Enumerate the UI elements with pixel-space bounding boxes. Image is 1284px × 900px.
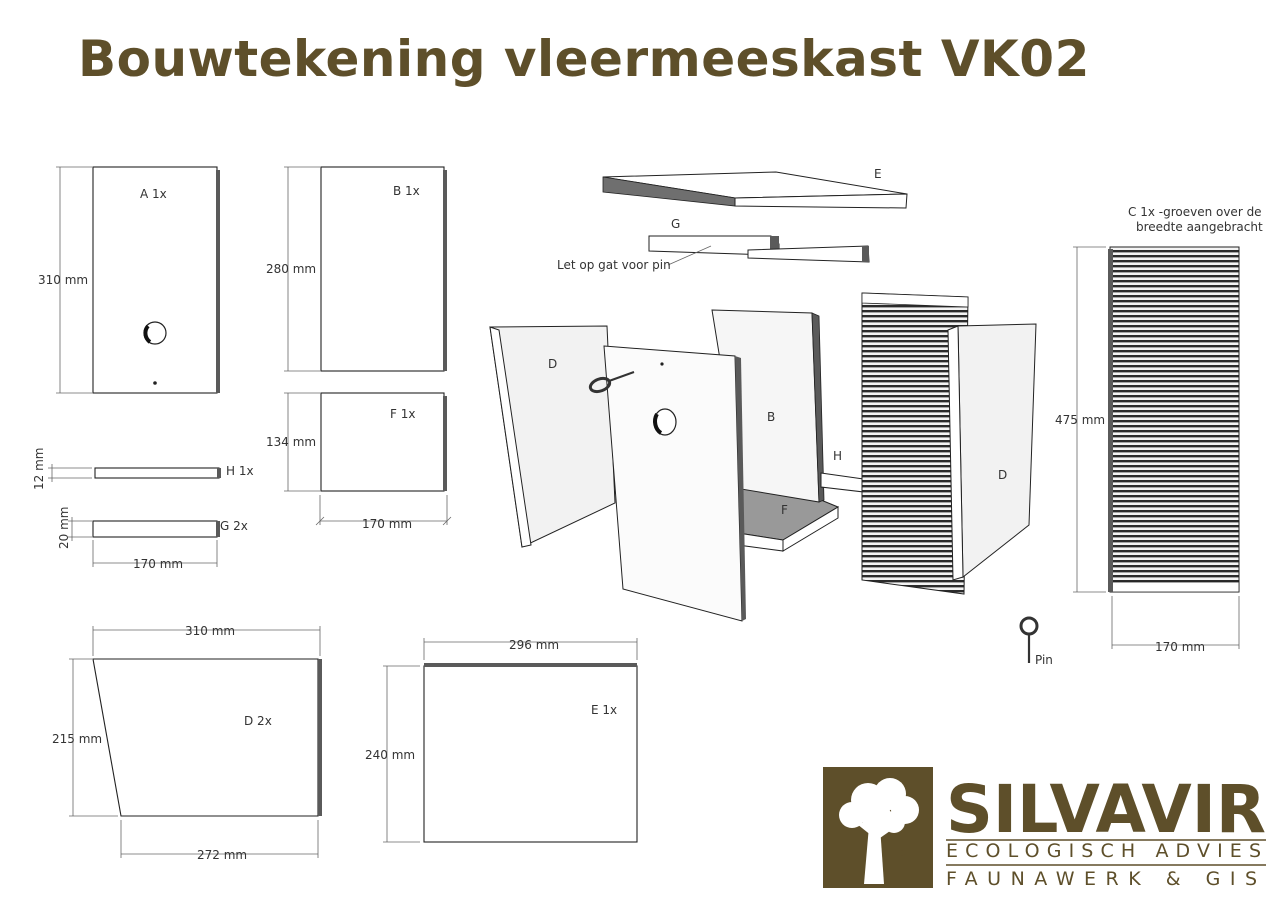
part-c: C 1x -groeven over de breedte aangebrach… [1108, 205, 1263, 593]
logo-subtitle-2: FAUNAWERK & GIS [946, 868, 1266, 890]
part-a: A 1x [92, 166, 220, 394]
assembly-pin [588, 371, 635, 394]
part-c-note-2: breedte aangebracht [1136, 220, 1263, 234]
part-f-height-dim: 134 mm [266, 392, 320, 492]
part-b-label: B 1x [393, 184, 420, 198]
pin-drawing: Pin [1019, 616, 1053, 667]
part-h-thickness-dim: 12 mm [32, 448, 92, 490]
part-e-width-dim: 296 mm [423, 638, 638, 660]
tree-icon [839, 778, 919, 884]
part-e: E 1x [423, 663, 638, 843]
part-b: B 1x [320, 166, 447, 372]
part-a-label: A 1x [140, 187, 167, 201]
part-c-note-1: C 1x -groeven over de [1128, 205, 1262, 219]
part-f: F 1x [320, 392, 447, 492]
pin-hole-note: Let op gat voor pin [557, 258, 671, 272]
part-h: H 1x [94, 464, 254, 479]
part-bf-width-dim: 170 mm [315, 495, 452, 531]
part-d-label: D 2x [244, 714, 272, 728]
part-b-height-text: 280 mm [266, 262, 316, 276]
part-c-height-text: 475 mm [1055, 413, 1105, 427]
logo-subtitle-1: ECOLOGISCH ADVIES [946, 840, 1266, 862]
assembly-roof-e: E [602, 167, 908, 209]
part-a-height-dim: 310 mm [38, 166, 92, 394]
part-a-height-text: 310 mm [38, 273, 88, 287]
part-f-label: F 1x [390, 407, 415, 421]
part-e-label: E 1x [591, 703, 617, 717]
silvavir-logo: SILVAVIR ECOLOGISCH ADVIES FAUNAWERK & G… [823, 767, 1266, 890]
assembly-front-a [603, 345, 746, 622]
part-d-top-text: 310 mm [185, 624, 235, 638]
assembly-b-label: B [767, 410, 775, 424]
pin-label: Pin [1035, 653, 1053, 667]
page-title: Bouwtekening vleermeeskast VK02 [78, 30, 1090, 88]
part-hg-width-text: 170 mm [133, 557, 183, 571]
part-c-height-dim: 475 mm [1055, 246, 1106, 593]
assembly-g-strips: G Let op gat voor pin [557, 217, 870, 272]
assembly-e-label: E [874, 167, 882, 181]
part-d-height-dim: 215 mm [52, 658, 118, 817]
part-d-top-dim: 310 mm [92, 624, 321, 656]
assembly-g-label: G [671, 217, 680, 231]
assembly-d-left: D [489, 325, 616, 548]
part-d: D 2x [92, 658, 322, 817]
part-c-width-dim: 170 mm [1111, 596, 1240, 654]
part-e-height-text: 240 mm [365, 748, 415, 762]
part-h-thickness-text: 12 mm [32, 448, 46, 490]
assembly-c-back [861, 292, 969, 595]
part-e-width-text: 296 mm [509, 638, 559, 652]
part-g-thickness-text: 20 mm [57, 507, 71, 549]
part-h-label: H 1x [226, 464, 254, 478]
part-g-thickness-dim: 20 mm [57, 507, 92, 549]
part-d-height-text: 215 mm [52, 732, 102, 746]
assembly-d-left-label: D [548, 357, 557, 371]
part-g: G 2x [92, 519, 248, 538]
assembly-d-right-label: D [998, 468, 1007, 482]
part-hg-width-dim: 170 mm [92, 540, 218, 571]
assembly-h-label: H [833, 449, 842, 463]
part-b-height-dim: 280 mm [266, 166, 320, 372]
assembly-d-right: D [947, 323, 1037, 581]
part-d-bottom-text: 272 mm [197, 848, 247, 862]
person-icon [899, 850, 905, 884]
part-g-label: G 2x [220, 519, 248, 533]
part-e-height-dim: 240 mm [365, 665, 420, 843]
part-c-width-text: 170 mm [1155, 640, 1205, 654]
assembly-f-label: F [781, 503, 788, 517]
logo-name: SILVAVIR [946, 771, 1266, 848]
part-bf-width-text: 170 mm [362, 517, 412, 531]
part-f-height-text: 134 mm [266, 435, 316, 449]
part-d-bottom-dim: 272 mm [120, 820, 319, 862]
